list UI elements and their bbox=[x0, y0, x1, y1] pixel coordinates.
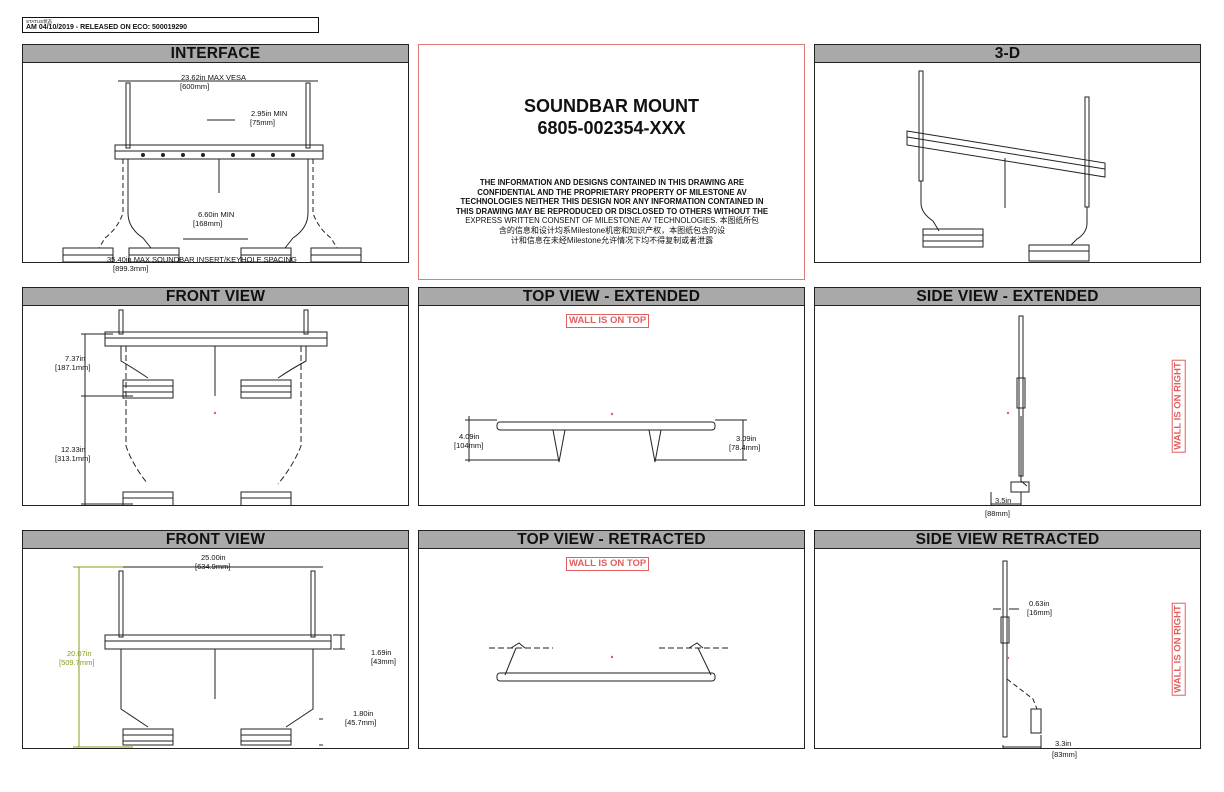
dim-lower-drop-mm: [313.1mm] bbox=[55, 454, 91, 463]
part-number: 6805-002354-XXX bbox=[537, 118, 686, 138]
dim-min-spacing: 2.95in MIN bbox=[251, 109, 288, 118]
panel-title: SIDE VIEW RETRACTED bbox=[815, 531, 1200, 549]
status-box: STATUS状态 AM 04/10/2019 - RELEASED ON ECO… bbox=[22, 17, 319, 33]
panel-3d: 3-D bbox=[814, 44, 1201, 263]
dim-bar-height-mm: [43mm] bbox=[371, 657, 397, 666]
panel-drawing bbox=[815, 63, 1200, 262]
top-view-retracted-drawing bbox=[489, 642, 729, 682]
dim-min-spacing-mm: [75mm] bbox=[250, 118, 276, 127]
panel-interface: INTERFACE bbox=[22, 44, 409, 264]
panel-front-view-1: FRONT VIEW bbox=[22, 287, 409, 506]
dim-retracted-depth: 3.3in bbox=[1055, 739, 1072, 748]
dim-width: 25.00in bbox=[201, 553, 226, 562]
notice-cn-line: 计和信息在未经Milestone允许情况下均不得复制或者泄露 bbox=[510, 236, 714, 245]
dim-height-mm: [509.7mm] bbox=[59, 658, 95, 667]
panel-side-view-extended: SIDE VIEW - EXTENDED WALL IS ON RIGHT 3.… bbox=[814, 287, 1201, 506]
dim-rail-offset-mm: [16mm] bbox=[1027, 608, 1053, 617]
status-label: STATUS状态 bbox=[26, 19, 53, 24]
panel-top-view-retracted: TOP VIEW - RETRACTED WALL IS ON TOP bbox=[418, 530, 805, 749]
dim-bar-height: 1.69in bbox=[371, 648, 392, 657]
dim-side-depth-mm: [88mm] bbox=[985, 509, 1011, 518]
dim-min-arm-mm: [168mm] bbox=[193, 219, 223, 228]
panel-title: TOP VIEW - EXTENDED bbox=[419, 288, 804, 306]
panel-title: 3-D bbox=[815, 45, 1200, 63]
panel-title: FRONT VIEW bbox=[23, 288, 408, 306]
panel-title: INTERFACE bbox=[23, 45, 408, 63]
panel-drawing: 25.00in [634.9mm] 20.07in [509.7mm] 1.69… bbox=[23, 549, 408, 748]
dim-upper-drop: 7.37in bbox=[65, 354, 86, 363]
top-view-extended-drawing bbox=[465, 412, 747, 463]
dim-retracted-depth-mm: [83mm] bbox=[1052, 750, 1078, 759]
dim-max-soundbar-mm: [899.3mm] bbox=[113, 264, 149, 273]
wall-on-top-label: WALL IS ON TOP bbox=[566, 557, 650, 571]
panel-drawing: WALL IS ON RIGHT 0.63in [16mm] 3.3in bbox=[815, 549, 1200, 748]
dim-upper-drop-mm: [187.1mm] bbox=[55, 363, 91, 372]
dim-min-arm: 6.60in MIN bbox=[198, 210, 235, 219]
panel-side-view-retracted: SIDE VIEW RETRACTED WALL IS ON RIGHT 0.6… bbox=[814, 530, 1201, 749]
notice-line: THIS DRAWING MAY BE REPRODUCED OR DISCLO… bbox=[455, 206, 769, 216]
panel-title: SIDE VIEW - EXTENDED bbox=[815, 288, 1200, 306]
dim-rail-offset: 0.63in bbox=[1029, 599, 1050, 608]
wall-on-top-label: WALL IS ON TOP bbox=[566, 314, 650, 328]
front-view-2-drawing bbox=[73, 566, 345, 748]
dim-foot-height-mm: [45.7mm] bbox=[345, 718, 377, 727]
interface-drawing bbox=[62, 80, 362, 262]
side-view-retracted-drawing bbox=[993, 560, 1042, 748]
panel-drawing: WALL IS ON TOP 4.09in [104mm] 3.09in [78… bbox=[419, 306, 804, 505]
notice-line: TECHNOLOGIES NEITHER THIS DESIGN NOR ANY… bbox=[460, 197, 764, 206]
dim-foot-height: 1.80in bbox=[353, 709, 374, 718]
dim-max-vesa-mm: [600mm] bbox=[180, 82, 210, 91]
isometric-drawing bbox=[906, 70, 1106, 262]
dim-max-soundbar: 35.40in MAX SOUNDBAR INSERT/KEYHOLE SPAC… bbox=[107, 255, 297, 264]
dim-max-vesa: 23.62in MAX VESA bbox=[181, 73, 247, 82]
panel-title: TOP VIEW - RETRACTED bbox=[419, 531, 804, 549]
panel-drawing: 23.62in MAX VESA [600mm] 2.95in MIN [75m… bbox=[23, 63, 408, 264]
notice-line: THE INFORMATION AND DESIGNS CONTAINED IN… bbox=[479, 178, 745, 187]
panel-front-view-2: FRONT VIEW bbox=[22, 530, 409, 749]
front-view-1-drawing bbox=[81, 309, 328, 505]
title-block: SOUNDBAR MOUNT 6805-002354-XXX THE INFOR… bbox=[418, 44, 805, 280]
notice-cn-line: 含的信息和设计均系Milestone机密和知识产权，本图纸包含的设 bbox=[498, 226, 726, 235]
panel-drawing: WALL IS ON TOP bbox=[419, 549, 804, 748]
dim-depth-left: 4.09in bbox=[459, 432, 480, 441]
panel-top-view-extended: TOP VIEW - EXTENDED WALL IS ON TOP 4.09i… bbox=[418, 287, 805, 506]
notice-line: CONFIDENTIAL AND THE PROPRIETARY PROPERT… bbox=[477, 187, 747, 197]
panel-drawing: WALL IS ON RIGHT 3.5in bbox=[815, 306, 1200, 505]
panel-drawing: 7.37in [187.1mm] 12.33in [313.1mm] bbox=[23, 306, 408, 505]
panel-title: FRONT VIEW bbox=[23, 531, 408, 549]
dim-depth-left-mm: [104mm] bbox=[454, 441, 484, 450]
dim-width-mm: [634.9mm] bbox=[195, 562, 231, 571]
side-view-extended-drawing bbox=[990, 315, 1030, 505]
dim-lower-drop: 12.33in bbox=[61, 445, 86, 454]
notice-line: EXPRESS WRITTEN CONSENT OF MILESTONE AV … bbox=[465, 216, 759, 225]
drawing-title: SOUNDBAR MOUNT bbox=[524, 96, 699, 116]
dim-depth-right: 3.09in bbox=[736, 434, 757, 443]
status-text: AM 04/10/2019 - RELEASED ON ECO: 5000192… bbox=[26, 24, 188, 31]
dim-side-depth: 3.5in bbox=[995, 496, 1012, 505]
dim-depth-right-mm: [78.4mm] bbox=[729, 443, 761, 452]
dim-height: 20.07in bbox=[67, 649, 92, 658]
